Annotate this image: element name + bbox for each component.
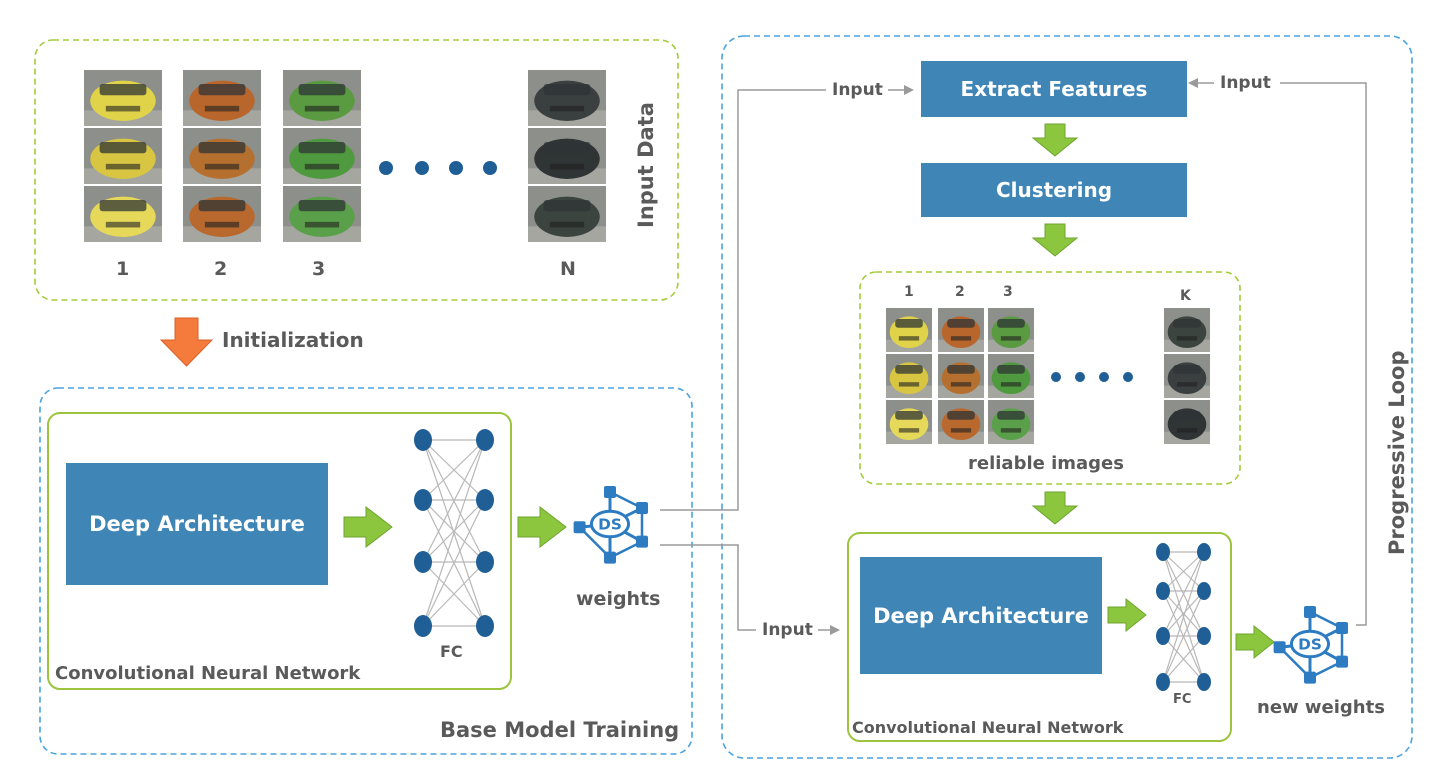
- fc-node: [1156, 673, 1170, 691]
- new-weights-label: new weights: [1257, 697, 1385, 718]
- weights-to-cnn-line: [660, 544, 756, 631]
- base-cnn-label: Convolutional Neural Network: [55, 663, 361, 684]
- reliable-car-image: [938, 308, 984, 352]
- base-cnn-box: [47, 412, 512, 690]
- fc-network-loop: [1156, 543, 1211, 691]
- reliable-col-label-2: 2: [955, 284, 965, 300]
- input-label-lower: Input: [762, 620, 813, 640]
- reliable-to-cnn-arrow: [1031, 491, 1079, 525]
- fc-node: [1197, 673, 1211, 691]
- cluster-to-reliable-arrow: [1031, 223, 1079, 257]
- input-car-image: [283, 186, 361, 242]
- reliable-car-image: [1164, 400, 1210, 444]
- weights-to-extract-line: [660, 89, 826, 511]
- input-label-left: Input: [832, 80, 883, 100]
- fc-node: [476, 429, 494, 451]
- weights-label: weights: [576, 588, 661, 610]
- input-car-image: [84, 186, 162, 242]
- reliable-images-caption: reliable images: [968, 453, 1124, 474]
- reliable-car-image: [1164, 354, 1210, 398]
- input-col-label-2: 2: [214, 258, 228, 280]
- fc-to-weights-arrow: [517, 505, 567, 549]
- fc-node: [1156, 543, 1170, 561]
- base-model-container: [39, 387, 693, 755]
- input-car-image: [183, 186, 261, 242]
- fc-node: [1197, 543, 1211, 561]
- loop-deep-architecture-box: Deep Architecture: [860, 557, 1102, 674]
- fc-node: [414, 615, 432, 637]
- initialization-arrow: [159, 317, 214, 367]
- fc-node: [1197, 627, 1211, 645]
- input-car-image: [183, 70, 261, 126]
- reliable-car-image: [1164, 308, 1210, 352]
- ds-badge-text: DS: [1298, 635, 1322, 653]
- loop-arch-to-fc-arrow: [1107, 597, 1147, 633]
- loop-cnn-box: [847, 532, 1232, 742]
- reliable-car-image: [938, 354, 984, 398]
- loop-fc-to-weights-arrow: [1235, 624, 1275, 660]
- clustering-box: Clustering: [921, 163, 1187, 217]
- loop-fc-label: FC: [1173, 692, 1192, 707]
- deep-architecture-box: Deep Architecture: [66, 463, 328, 585]
- reliable-car-image: [886, 354, 932, 398]
- reliable-image-grid: [886, 308, 1210, 444]
- progressive-loop-container: [721, 35, 1413, 759]
- ds-badge-text: DS: [598, 515, 622, 533]
- fc-node: [1156, 582, 1170, 600]
- fc-node: [414, 429, 432, 451]
- ds-network-icon-new: DS: [1273, 606, 1348, 684]
- input-car-image: [528, 128, 606, 184]
- fc-node: [476, 615, 494, 637]
- input-data-title: Input Data: [634, 102, 658, 228]
- input-data-container: [34, 39, 679, 301]
- fc-node: [476, 551, 494, 573]
- fc-node: [1156, 627, 1170, 645]
- input-car-image: [528, 70, 606, 126]
- reliable-col-label-3: 3: [1003, 284, 1013, 300]
- fc-node: [1197, 582, 1211, 600]
- reliable-col-label-1: 1: [904, 284, 914, 300]
- base-model-title: Base Model Training: [440, 718, 680, 742]
- reliable-car-image: [886, 400, 932, 444]
- reliable-ellipsis: [1051, 372, 1133, 382]
- reliable-car-image: [988, 354, 1034, 398]
- loop-back-line: [1280, 82, 1367, 626]
- input-col-label-n: N: [560, 258, 576, 280]
- fc-node: [476, 489, 494, 511]
- reliable-car-image: [886, 308, 932, 352]
- fc-network-base: [414, 429, 494, 637]
- initialization-label: Initialization: [222, 328, 364, 352]
- ds-network-icon: DS: [573, 486, 648, 564]
- reliable-car-image: [938, 400, 984, 444]
- input-col-label-1: 1: [116, 258, 130, 280]
- input-car-image: [183, 128, 261, 184]
- progressive-loop-title: Progressive Loop: [1385, 350, 1409, 555]
- input-car-image: [84, 70, 162, 126]
- reliable-car-image: [988, 308, 1034, 352]
- base-fc-label: FC: [440, 642, 463, 661]
- reliable-col-label-k: K: [1180, 288, 1191, 304]
- input-label-right: Input: [1220, 73, 1271, 93]
- extract-to-cluster-arrow: [1031, 123, 1079, 157]
- input-car-image: [84, 128, 162, 184]
- fc-node: [414, 489, 432, 511]
- reliable-car-image: [988, 400, 1034, 444]
- input-car-image: [528, 186, 606, 242]
- input-image-grid: [84, 70, 606, 242]
- input-col-label-3: 3: [312, 258, 326, 280]
- extract-features-box: Extract Features: [921, 61, 1187, 117]
- loop-cnn-label: Convolutional Neural Network: [852, 718, 1124, 737]
- input-ellipsis: [379, 161, 497, 175]
- input-car-image: [283, 70, 361, 126]
- arch-to-fc-arrow: [343, 505, 393, 549]
- input-car-image: [283, 128, 361, 184]
- fc-node: [414, 551, 432, 573]
- reliable-images-container: [859, 271, 1241, 485]
